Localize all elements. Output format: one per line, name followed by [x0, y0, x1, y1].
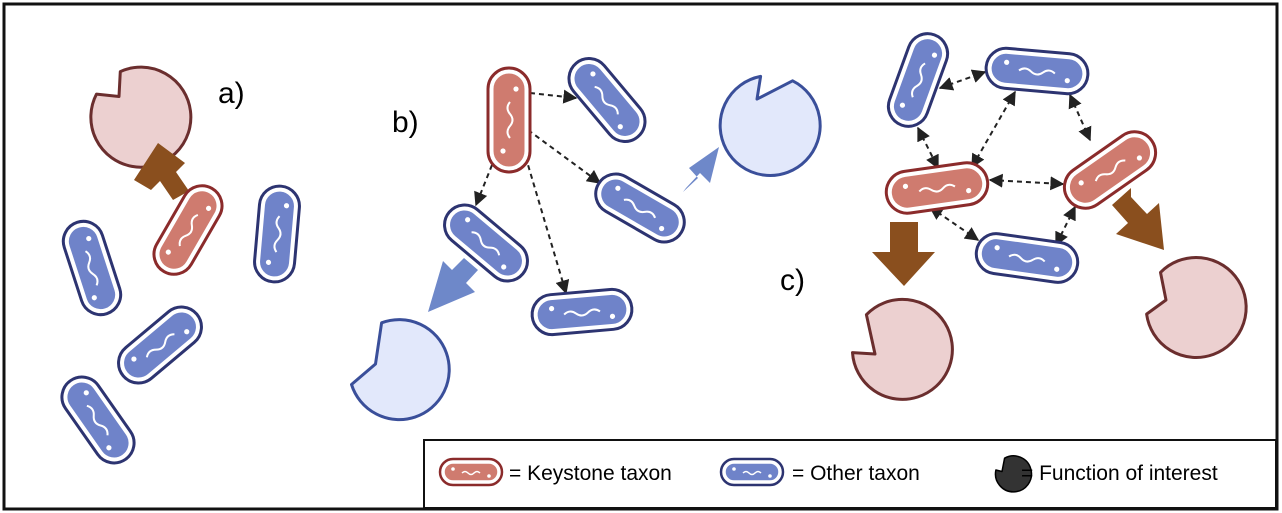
function-arrow — [428, 258, 478, 312]
keystone-taxon-cell — [884, 161, 990, 215]
function-arrow — [683, 147, 719, 192]
legend-keystone-swatch — [438, 457, 504, 487]
other-taxon-cell — [443, 203, 529, 283]
legend-box — [423, 439, 1277, 509]
function-arrow — [872, 222, 935, 286]
panel-b: b) — [350, 57, 822, 422]
interaction-arrow — [917, 126, 939, 170]
other-taxon-cell — [530, 287, 634, 337]
other-taxon-cell — [117, 305, 203, 385]
other-taxon-cell — [61, 219, 123, 317]
other-taxon-cell — [60, 375, 136, 465]
other-taxon-cell — [974, 232, 1080, 284]
other-taxon-cell — [984, 46, 1090, 96]
other-taxon-cell — [886, 32, 950, 128]
panel-a: a) — [60, 65, 301, 465]
other-taxon-cell — [594, 172, 686, 244]
legend-keystone-label: = Keystone taxon — [509, 462, 672, 485]
other-taxon-cell — [253, 184, 301, 284]
function-of-interest-icon — [350, 318, 451, 422]
panel-b-label: b) — [392, 106, 419, 139]
function-of-interest-icon — [1145, 255, 1248, 359]
interaction-arrow — [988, 173, 1065, 191]
function-arrow — [134, 143, 189, 200]
function-of-interest-icon — [851, 297, 954, 401]
interaction-arrow — [1068, 93, 1092, 142]
keystone-taxon-cell — [486, 66, 532, 174]
interaction-arrow — [938, 69, 987, 91]
interaction-arrow — [527, 129, 602, 184]
interaction-arrow — [529, 89, 578, 104]
interaction-arrow — [1055, 205, 1076, 247]
interaction-arrow — [928, 206, 980, 241]
legend-other-label: = Other taxon — [792, 462, 920, 485]
interaction-arrow — [474, 164, 493, 207]
legend-function-icon — [994, 455, 1033, 493]
interaction-arrow — [522, 147, 570, 295]
legend-function-label: = Function of interest — [1021, 462, 1218, 485]
function-arrow — [1112, 188, 1164, 250]
function-of-interest-icon — [718, 74, 822, 177]
legend-other-swatch — [719, 457, 785, 487]
panel-a-label: a) — [218, 77, 245, 110]
panel-c: c) — [780, 32, 1248, 401]
function-of-interest-icon — [89, 65, 193, 169]
interaction-arrow — [971, 90, 1016, 169]
keystone-taxon-cell — [1062, 130, 1158, 210]
legend: = Keystone taxon = Other taxon = Functio… — [423, 439, 1277, 509]
other-taxon-cell — [567, 57, 647, 143]
keystone-taxon-cell — [152, 184, 224, 276]
panel-c-label: c) — [780, 264, 805, 297]
